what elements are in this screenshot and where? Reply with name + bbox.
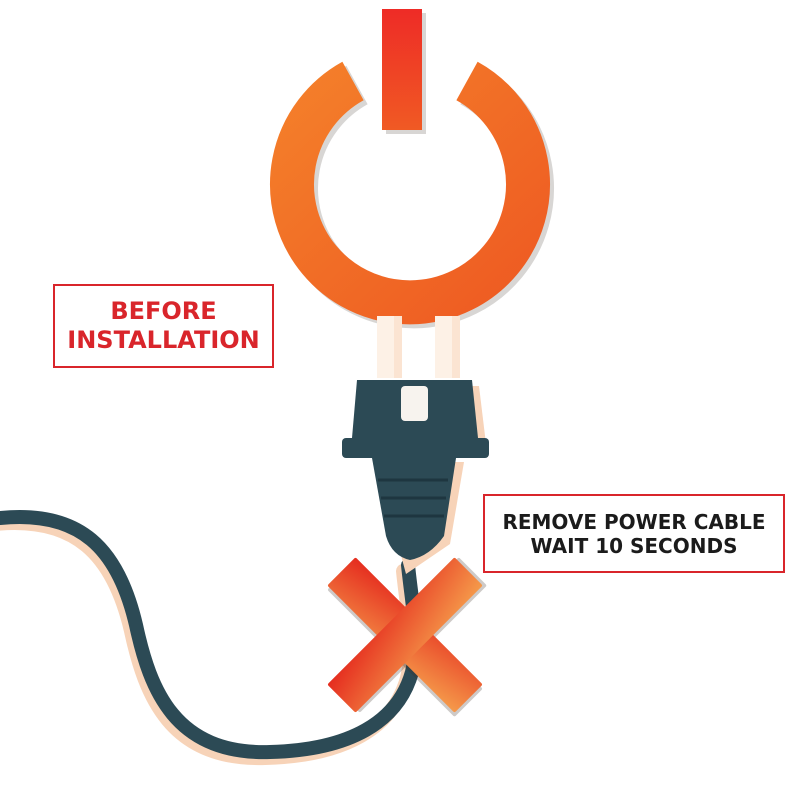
- power-icon: [270, 9, 554, 329]
- before-label-line2: INSTALLATION: [67, 326, 260, 354]
- remove-label-line1: REMOVE POWER CABLE: [502, 509, 766, 534]
- cross-icon: [328, 558, 487, 717]
- remove-cable-label: REMOVE POWER CABLE WAIT 10 SECONDS: [483, 494, 785, 573]
- plug-icon: [342, 316, 489, 574]
- before-installation-label: BEFORE INSTALLATION: [53, 284, 274, 368]
- before-label-line1: BEFORE: [110, 297, 217, 326]
- cable: [0, 510, 423, 766]
- remove-label-line2: WAIT 10 SECONDS: [530, 533, 738, 558]
